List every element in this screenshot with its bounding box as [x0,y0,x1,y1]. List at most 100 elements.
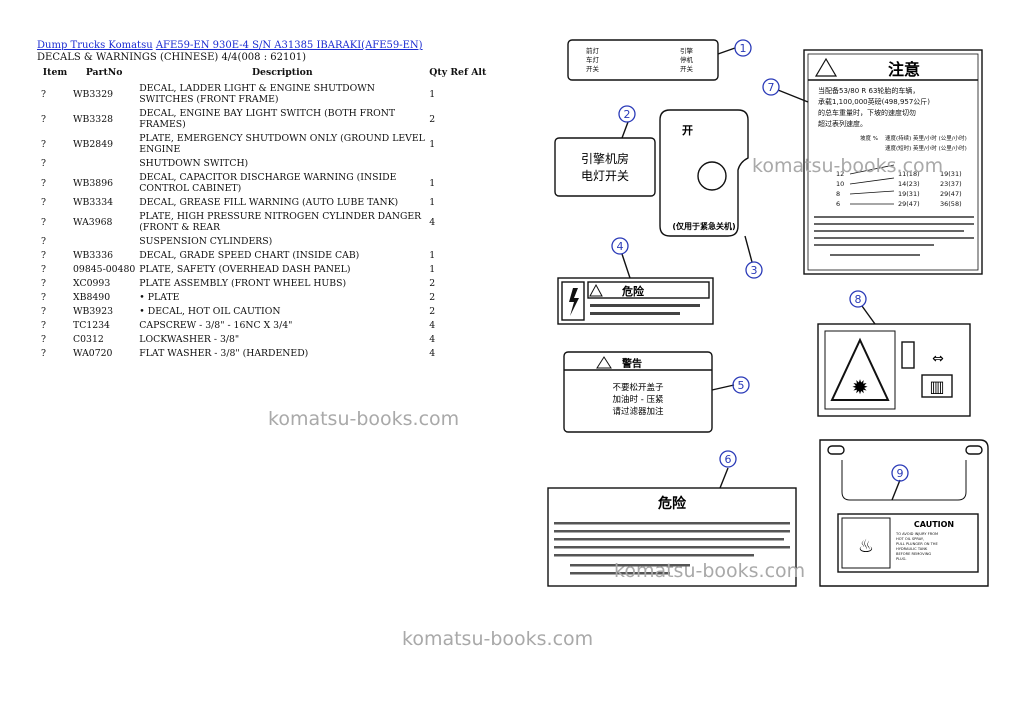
cell-qty: 1 [429,138,436,150]
speed-chart-line [849,190,895,195]
breadcrumb-link-dump-trucks[interactable]: Dump Trucks Komatsu [37,40,153,51]
cell-qty: 2 [429,113,436,125]
speed-chart-cell: 11(18) [898,170,920,178]
decal-3-plate [659,109,749,237]
table-row: ? WB3923 • DECAL, HOT OIL CAUTION 2 [37,305,488,319]
cell-item: ? [41,306,46,317]
cell-partno [71,157,137,171]
decal-7-col-header: 速度(短时) 英里/小时 (公里/小时) [885,144,967,152]
cell-qty: 1 [429,197,436,208]
decal-5-text: 不要松开盖子 [612,382,664,393]
warning-triangle-icon [814,57,838,77]
cell-partno: WA3968 [73,216,113,228]
callout-9: 9 [897,467,904,480]
arrow-exchange-icon: ⇔ [932,351,944,367]
cell-item: ? [41,138,46,150]
column-header-description: Description [252,67,313,78]
decal-5-text: 请过滤器加注 [612,406,664,417]
cell-item: ? [41,334,46,345]
cell-qty: 2 [429,278,436,289]
cell-description: PLATE, SAFETY (OVERHEAD DASH PANEL) [139,264,351,275]
callout-2: 2 [624,108,631,121]
decal-7-text: 超过表列速度。 [818,119,867,128]
decal-3-hole [697,161,727,191]
speed-chart-cell: 14(23) [898,180,920,188]
table-row: ?SHUTDOWN SWITCH) [37,157,488,171]
speed-chart-line [849,177,895,185]
cell-partno: TC1234 [73,320,110,331]
decal-3-text: 开 [682,124,693,137]
speed-chart-cell: 29(47) [940,190,962,198]
cell-description: • DECAL, HOT OIL CAUTION [139,306,281,317]
cell-partno: WB3328 [73,113,114,125]
electric-hazard-icon [569,288,579,316]
decal-9-text: HYDRAULIC TANK [896,547,928,551]
cell-qty: 4 [429,334,436,345]
cell-description: DECAL, GRADE SPEED CHART (INSIDE CAB) [139,250,360,261]
cell-description: DECAL, ENGINE BAY LIGHT SWITCH (BOTH FRO… [139,108,396,130]
decal-9-title: CAUTION [914,520,954,529]
decal-2-text: 引擎机房 [581,151,629,166]
decal-9-text: BEFORE REMOVING [896,552,931,556]
explosion-hazard-icon: ✹ [852,375,869,399]
decal-1-text: 车灯 [586,55,600,64]
cell-partno: XB8490 [73,292,111,303]
warning-triangle-icon [589,283,603,297]
decal-4-plate [557,277,714,325]
speed-chart-cell: 19(31) [898,190,920,198]
speed-chart-cell: 29(47) [898,200,920,208]
parts-table: Item PartNo Description Qty Ref Alt ?WB3… [37,66,488,361]
table-row: ?SUSPENSION CYLINDERS) [37,235,488,249]
warning-triangle-icon [596,356,612,369]
decal-7-text: 的总车重量时，下坡的速度切勿 [818,108,916,117]
speed-chart-cell: 23(37) [940,180,962,188]
decal-1-text: 前灯 [586,46,600,55]
speed-chart-cell: 10 [836,180,844,188]
cell-item: ? [41,158,46,169]
cell-item: ? [41,250,46,261]
decal-7-text: 承载1,100,000英磅(498,957公斤) [818,97,930,106]
cell-partno: WB3329 [73,88,114,100]
cell-qty: 1 [429,177,436,189]
decal-7-col-header: 坡度 % [860,134,878,142]
cell-item: ? [41,216,46,228]
cell-item: ? [41,177,46,189]
cell-qty [427,235,488,249]
cell-description: LOCKWASHER - 3/8" [139,334,240,345]
cell-qty [427,157,488,171]
decal-1-text: 停机 [680,55,694,64]
cell-description: PLATE, EMERGENCY SHUTDOWN ONLY (GROUND L… [139,133,425,155]
cell-qty: 1 [429,264,436,275]
cell-qty: 1 [429,88,436,100]
hot-oil-spray-icon: ♨ [858,536,874,557]
cell-description: DECAL, LADDER LIGHT & ENGINE SHUTDOWN SW… [139,83,375,105]
column-header-qty: Qty Ref Alt [429,67,487,78]
cell-qty: 2 [429,306,436,317]
decal-3-text: (仅用于紧急关机) [672,221,735,231]
speed-chart-cell: 19(31) [940,170,962,178]
cell-description: PLATE ASSEMBLY (FRONT WHEEL HUBS) [139,278,347,289]
cell-qty: 1 [429,250,436,261]
cell-qty: 4 [429,320,436,331]
decal-1-text: 引擎 [680,46,694,55]
breadcrumb-link-model[interactable]: AFE59-EN 930E-4 S/N A31385 IBARAKI(AFE59… [155,40,423,51]
manual-book-icon: ▥ [929,377,944,396]
cell-partno: WB3923 [73,306,114,317]
watermark: komatsu-books.com [402,628,594,650]
decal-6-plate [547,487,797,587]
watermark: komatsu-books.com [268,408,460,430]
decal-7-text: 当配备53/80 R 63轮胎的车辆， [818,86,919,95]
decal-7-title: 注意 [888,60,920,79]
decal-7-col-header: 速度(持续) 英里/小时 (公里/小时) [885,134,967,142]
decal-4-title: 危险 [621,284,645,298]
breadcrumb: Dump Trucks Komatsu AFE59-EN 930E-4 S/N … [37,40,423,52]
decal-6-title: 危险 [657,495,687,512]
decal-9-caution-label [837,513,979,573]
